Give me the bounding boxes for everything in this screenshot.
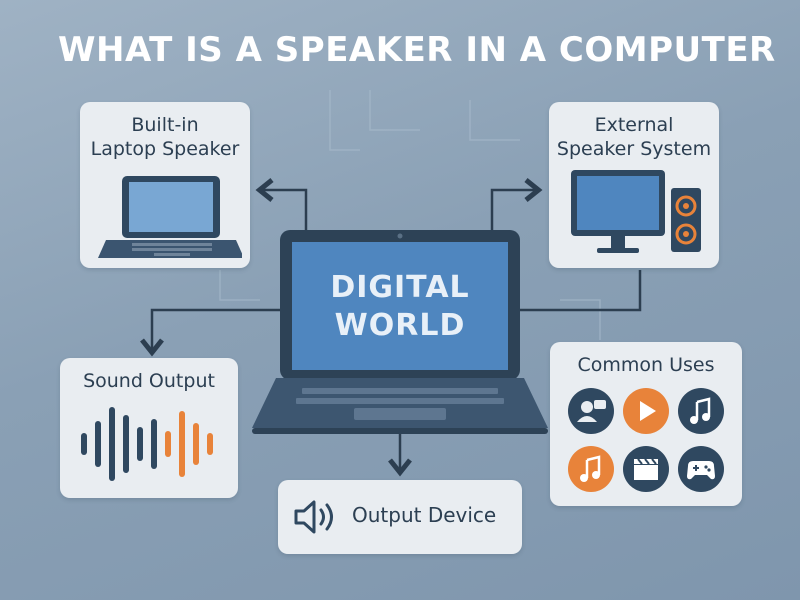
card-external-line1: External (594, 114, 674, 136)
card-external-line2: Speaker System (556, 138, 712, 160)
music-note-icon (678, 388, 724, 434)
card-common-uses: Common Uses (550, 342, 742, 506)
card-sound-output-label: Sound Output (83, 370, 215, 392)
background-circuit-lines (219, 90, 601, 340)
card-builtin-line1: Built-in (131, 114, 199, 136)
card-output-device: Output Device (278, 480, 522, 554)
card-builtin-laptop-speaker: Built-in Laptop Speaker (80, 102, 250, 268)
arrow-to-builtin (255, 178, 308, 232)
card-builtin-line2: Laptop Speaker (90, 138, 240, 160)
user-chat-icon (568, 388, 614, 434)
play-icon[interactable] (623, 388, 669, 434)
card-output-device-label: Output Device (352, 503, 497, 527)
card-external-speaker-system: External Speaker System (549, 102, 719, 268)
central-laptop (252, 230, 548, 434)
arrow-to-sound-output (140, 308, 280, 357)
center-line1: DIGITAL (330, 270, 470, 305)
arrow-to-external (490, 178, 543, 232)
card-common-uses-label: Common Uses (577, 354, 715, 376)
gamepad-icon (678, 446, 724, 492)
laptop-icon (98, 176, 242, 258)
line-external-to-laptop (520, 270, 642, 312)
music-note-icon (568, 446, 614, 492)
page-title: WHAT IS A SPEAKER IN A COMPUTER (58, 30, 776, 70)
speaker-icon (294, 500, 333, 534)
center-line2: WORLD (334, 308, 466, 343)
card-sound-output: Sound Output (60, 358, 238, 498)
clapperboard-icon (623, 446, 669, 492)
soundwave-icon (81, 407, 213, 481)
monitor-speaker-icon (571, 170, 701, 253)
